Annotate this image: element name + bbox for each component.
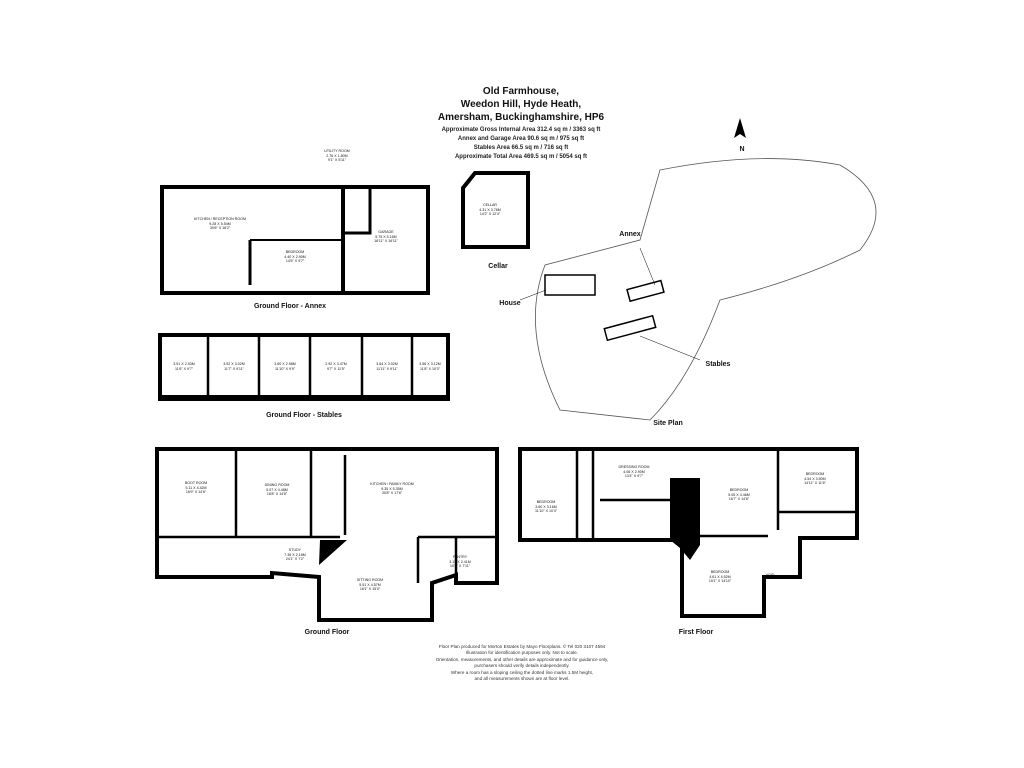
annex-outline [160, 185, 430, 295]
stables-outline [158, 333, 450, 401]
site-annex [626, 279, 665, 303]
disclaimer: Floor Plan produced for Morton Estates b… [435, 644, 609, 682]
site-stables-label: Stables [705, 361, 731, 368]
cellar-caption: Cellar [488, 263, 508, 270]
site-annex-label: Annex [619, 231, 641, 238]
cellar-outline [461, 171, 530, 249]
property-title: Old Farmhouse, Weedon Hill, Hyde Heath, … [437, 86, 605, 123]
ground-floor-caption: Ground Floor [304, 629, 350, 636]
ground-floor-outline [155, 447, 499, 622]
site-plan-caption: Site Plan [653, 420, 683, 427]
north-arrow-icon [734, 118, 746, 138]
site-house [544, 274, 596, 296]
site-boundary [534, 158, 877, 421]
void-label: Void [765, 573, 775, 577]
annex-caption: Ground Floor - Annex [253, 303, 327, 310]
first-floor-outline [518, 447, 859, 618]
site-house-label: House [499, 300, 521, 307]
first-floor-caption: First Floor [678, 629, 714, 636]
room-label: Kitchen / Reception Room9.28 x 5.54M30'6… [194, 217, 246, 231]
area-summary: Approximate Gross Internal Area 312.4 sq… [441, 127, 601, 160]
stables-caption: Ground Floor - Stables [266, 412, 342, 419]
site-stables [603, 314, 657, 342]
north-label: N [739, 146, 745, 153]
